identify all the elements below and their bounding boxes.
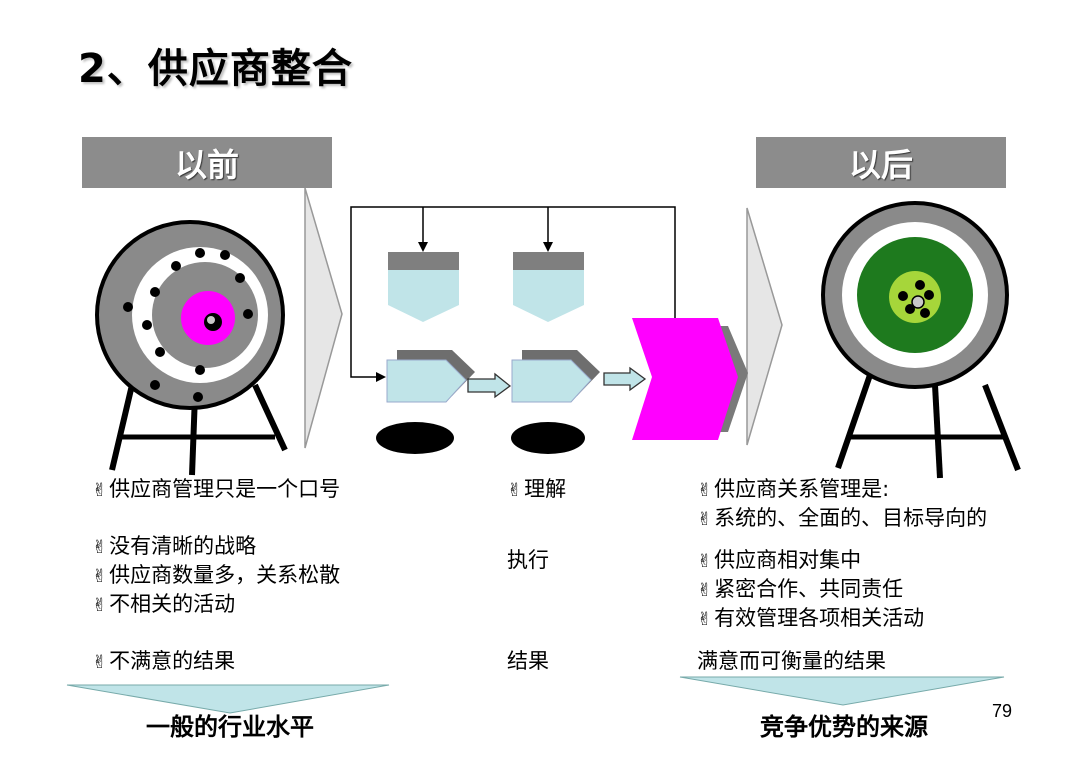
left-big-arrow bbox=[305, 188, 342, 448]
bullet-icon: ✌ bbox=[697, 580, 712, 601]
before-item: ✌不满意的结果 bbox=[92, 647, 235, 677]
target-after bbox=[823, 203, 1018, 478]
after-result: 满意而可衡量的结果 bbox=[697, 647, 886, 676]
after-item: ✌系统的、全面的、目标导向的 bbox=[697, 504, 987, 534]
banner-right-shape bbox=[680, 677, 1004, 705]
bullet-icon: ✌ bbox=[697, 509, 712, 530]
before-item: ✌不相关的活动 bbox=[92, 590, 235, 620]
page-number: 79 bbox=[992, 701, 1012, 722]
after-item: ✌供应商相对集中 bbox=[697, 546, 861, 576]
bullet-icon: ✌ bbox=[697, 480, 712, 501]
after-item: ✌有效管理各项相关活动 bbox=[697, 604, 924, 634]
bullet-icon: ✌ bbox=[92, 480, 107, 501]
bullet-icon: ✌ bbox=[92, 537, 107, 558]
target-before bbox=[97, 222, 285, 475]
bullet-icon: ✌ bbox=[92, 566, 107, 587]
middle-label: ✌理解 bbox=[507, 475, 566, 505]
banner-right-text: 竞争优势的来源 bbox=[694, 707, 994, 742]
bullet-icon: ✌ bbox=[92, 595, 107, 616]
before-item: ✌供应商数量多，关系松散 bbox=[92, 561, 340, 591]
before-item: ✌没有清晰的战略 bbox=[92, 532, 256, 562]
after-item: ✌供应商关系管理是: bbox=[697, 475, 889, 505]
middle-label: 执行 bbox=[507, 546, 549, 575]
before-item: ✌供应商管理只是一个口号 bbox=[92, 475, 340, 505]
banner-left-text: 一般的行业水平 bbox=[80, 707, 380, 742]
bullet-icon: ✌ bbox=[507, 480, 522, 501]
middle-label: 结果 bbox=[507, 647, 549, 676]
bullet-icon: ✌ bbox=[697, 551, 712, 572]
bullet-icon: ✌ bbox=[697, 609, 712, 630]
bullet-icon: ✌ bbox=[92, 652, 107, 673]
process-flow bbox=[351, 207, 748, 454]
right-big-arrow bbox=[747, 208, 782, 445]
after-item: ✌紧密合作、共同责任 bbox=[697, 575, 903, 605]
